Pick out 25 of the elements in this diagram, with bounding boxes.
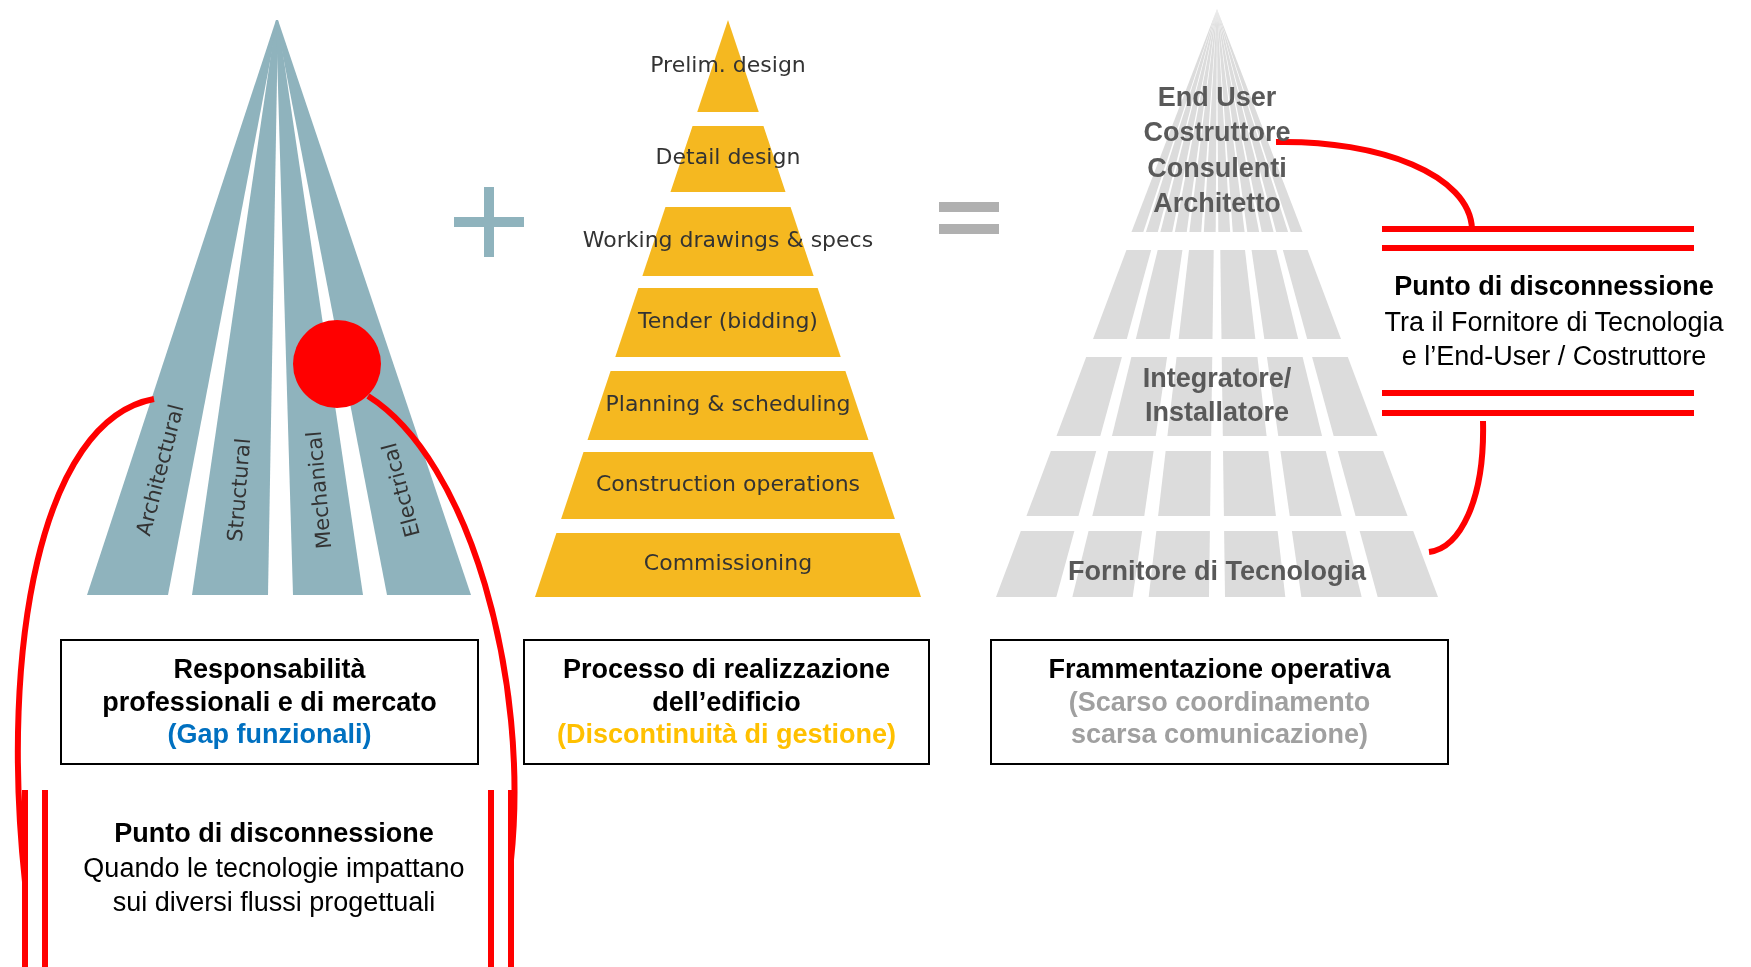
- note-heading: Punto di disconnessione: [1393, 270, 1715, 303]
- pyramid-label: Consulenti: [1146, 152, 1288, 185]
- band-label: Construction operations: [594, 470, 862, 496]
- pyramid-label: Fornitore di Tecnologia: [1067, 555, 1368, 588]
- band-label: Planning & scheduling: [604, 390, 852, 416]
- box-heading: Frammentazione operativa: [1048, 652, 1391, 686]
- box-heading: Processo di realizzazione dell’edificio: [561, 652, 892, 719]
- pyramid-label: Costruttore: [1142, 116, 1292, 149]
- pyramid-label: Integratore/ Installatore: [1141, 362, 1293, 429]
- strip-label: Mechanical: [301, 430, 336, 550]
- text-box: [60, 639, 479, 765]
- pyramid-label: Architetto: [1152, 187, 1282, 220]
- note-text: Tra il Fornitore di Tecnologia e l’End-User / Costruttore: [1383, 306, 1725, 373]
- text-box: [990, 639, 1449, 765]
- box-subtext: (Gap funzionali): [167, 718, 372, 752]
- box-heading: Responsabilità professionali e di mercato: [102, 652, 437, 719]
- note-heading: Punto di disconnessione: [113, 817, 435, 850]
- pyramid-label: End User: [1156, 81, 1278, 114]
- box-subtext: (Discontinuità di gestione): [557, 718, 896, 752]
- band-label: Tender (bidding): [637, 307, 819, 333]
- strip-label: Structural: [222, 437, 255, 543]
- note-text: Quando le tecnologie impattano sui diversi flussi progettuali: [82, 852, 466, 919]
- band-label: Commissioning: [642, 550, 814, 575]
- text-box: [523, 639, 930, 765]
- box-subtext: (Scarso coordinamento scarsa comunicazione): [1067, 685, 1372, 752]
